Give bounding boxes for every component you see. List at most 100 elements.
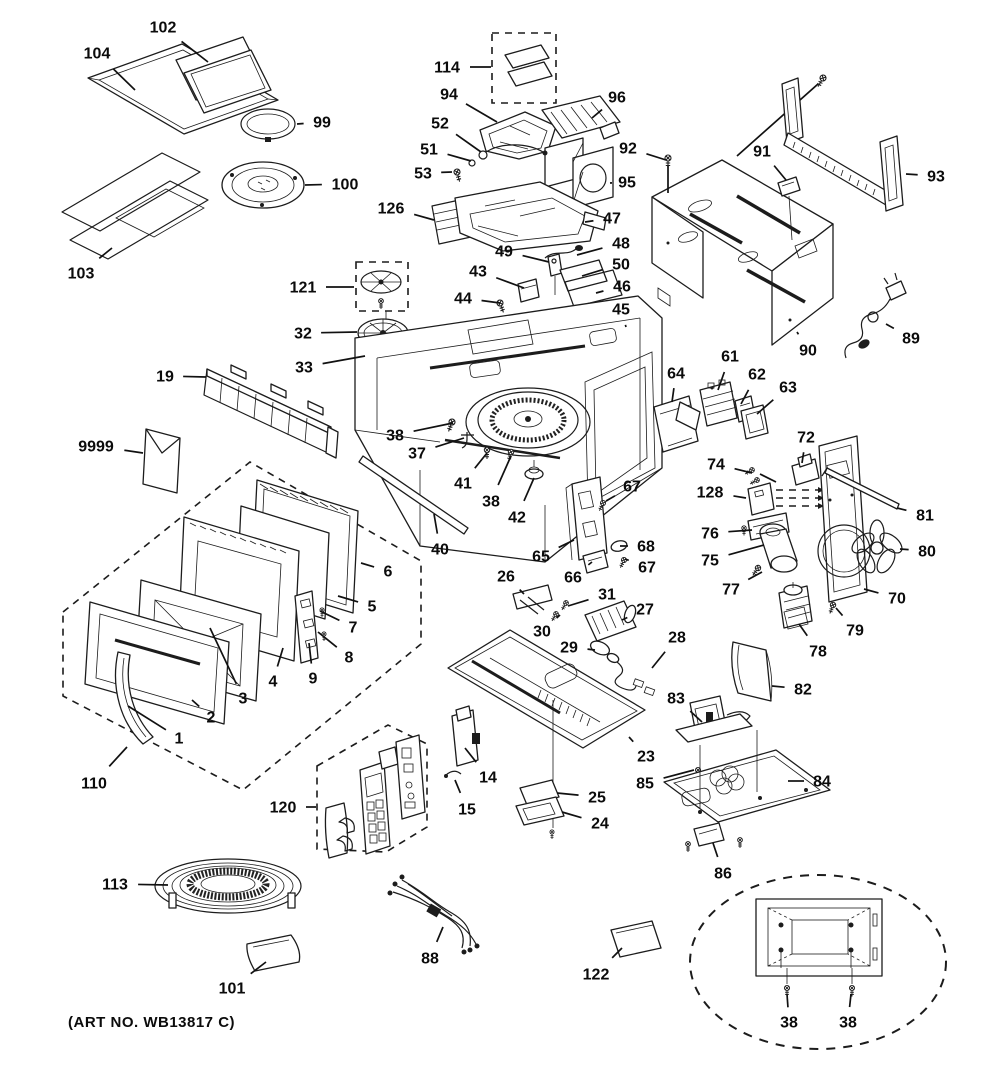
part-46-grille-insert xyxy=(564,269,623,308)
leader-line-126 xyxy=(413,213,435,221)
part-91-support-bracket xyxy=(777,176,801,241)
leader-line-41 xyxy=(474,452,488,469)
leader-line-23 xyxy=(628,736,634,743)
part-26-bracket xyxy=(512,584,553,615)
part-80-fan-blade xyxy=(851,519,903,574)
leader-line-33 xyxy=(322,355,366,365)
leader-line-103 xyxy=(98,247,113,259)
part-control-board xyxy=(395,734,426,820)
leader-line-51 xyxy=(447,153,472,162)
part-label-38: 38 xyxy=(839,1015,857,1032)
part-93-mounting-screw xyxy=(736,73,828,157)
part-47-control-chassis xyxy=(454,181,607,252)
leader-line-9 xyxy=(308,642,313,664)
part-label-74: 74 xyxy=(707,457,725,474)
part-83-damper-motor xyxy=(675,695,753,743)
leader-line-65 xyxy=(558,539,575,549)
part-label-94: 94 xyxy=(440,87,458,104)
part-label-83: 83 xyxy=(667,691,685,708)
part-label-104: 104 xyxy=(84,46,111,63)
part-label-8: 8 xyxy=(345,650,354,667)
leader-line-40 xyxy=(433,513,439,534)
part-label-122: 122 xyxy=(583,967,610,984)
leader-line-47 xyxy=(584,219,594,223)
part-label-28: 28 xyxy=(668,630,686,647)
leader-line-70 xyxy=(863,588,879,594)
leader-line-64 xyxy=(671,388,675,403)
part-label-48: 48 xyxy=(612,236,630,253)
leader-line-82 xyxy=(771,685,785,689)
leader-line-96 xyxy=(591,108,603,119)
part-88-wire-harness xyxy=(387,874,480,955)
part-label-3: 3 xyxy=(239,691,248,708)
part-label-46: 46 xyxy=(613,279,631,296)
part-label-27: 27 xyxy=(636,602,654,619)
leader-line-26 xyxy=(519,589,525,595)
door-assembly-outline-110 xyxy=(62,461,422,791)
part-74-screws xyxy=(743,466,777,487)
part-29-lamp-bulb xyxy=(589,640,620,664)
leader-line-32 xyxy=(321,331,358,334)
leader-line-50 xyxy=(581,268,603,277)
leader-line-31 xyxy=(567,598,589,607)
leader-line-25 xyxy=(556,792,579,797)
part-label-110: 110 xyxy=(81,776,107,793)
part-75-magnetron xyxy=(759,523,798,573)
leader-line-42 xyxy=(523,477,535,502)
leader-line-86 xyxy=(712,842,719,858)
part-label-30: 30 xyxy=(533,624,551,641)
leader-line-29 xyxy=(587,648,596,651)
part-100-turntable-tray xyxy=(221,161,305,209)
part-label-76: 76 xyxy=(701,526,719,543)
part-label-9999: 9999 xyxy=(78,439,114,456)
part-103-wire-racks xyxy=(61,152,209,260)
control-panel-outline-120 xyxy=(316,724,428,853)
leader-line-78 xyxy=(798,623,808,637)
leader-line-9999 xyxy=(124,449,144,454)
leader-line-15 xyxy=(454,779,462,794)
leader-line-128 xyxy=(733,495,747,499)
part-66-latch-hook xyxy=(582,549,609,574)
leader-line-48 xyxy=(576,247,603,256)
part-label-91: 91 xyxy=(753,144,771,161)
part-122-cover-plate xyxy=(610,920,662,958)
part-label-33: 33 xyxy=(295,360,313,377)
leader-line-67 xyxy=(605,495,616,502)
part-label-63: 63 xyxy=(779,380,797,397)
leader-line-93 xyxy=(905,173,918,176)
part-102-shelf-trays xyxy=(175,36,272,114)
part-label-52: 52 xyxy=(431,116,449,133)
part-44-screw xyxy=(495,298,507,314)
part-label-43: 43 xyxy=(469,264,487,281)
part-label-126: 126 xyxy=(378,201,405,218)
part-1-door-handle xyxy=(114,651,154,745)
part-label-90: 90 xyxy=(799,343,817,360)
leader-line-102 xyxy=(181,40,209,63)
leader-line-89 xyxy=(885,323,895,330)
install-template-detail xyxy=(689,874,947,1050)
leader-line-81 xyxy=(896,507,907,512)
part-label-75: 75 xyxy=(701,553,719,570)
part-label-79: 79 xyxy=(846,623,864,640)
part-label-66: 66 xyxy=(564,570,582,587)
part-82-charcoal-filter xyxy=(731,641,773,702)
part-63-capacitor xyxy=(740,404,769,440)
leader-line-101 xyxy=(250,961,267,975)
part-label-38: 38 xyxy=(482,494,500,511)
part-99-ring xyxy=(240,108,296,142)
leader-line-3 xyxy=(209,627,238,685)
part-27-lamp-housing xyxy=(584,600,637,642)
part-84-mounting-plate xyxy=(663,730,831,853)
part-label-89: 89 xyxy=(902,331,920,348)
part-label-114: 114 xyxy=(434,60,460,77)
part-label-85: 85 xyxy=(636,776,654,793)
part-label-67: 67 xyxy=(623,479,641,496)
part-40-trim-strip xyxy=(358,455,469,535)
part-label-9: 9 xyxy=(309,671,318,688)
part-label-65: 65 xyxy=(532,549,550,566)
leader-line-38 xyxy=(497,455,512,486)
part-label-44: 44 xyxy=(454,291,472,308)
leader-line-5 xyxy=(337,595,359,603)
